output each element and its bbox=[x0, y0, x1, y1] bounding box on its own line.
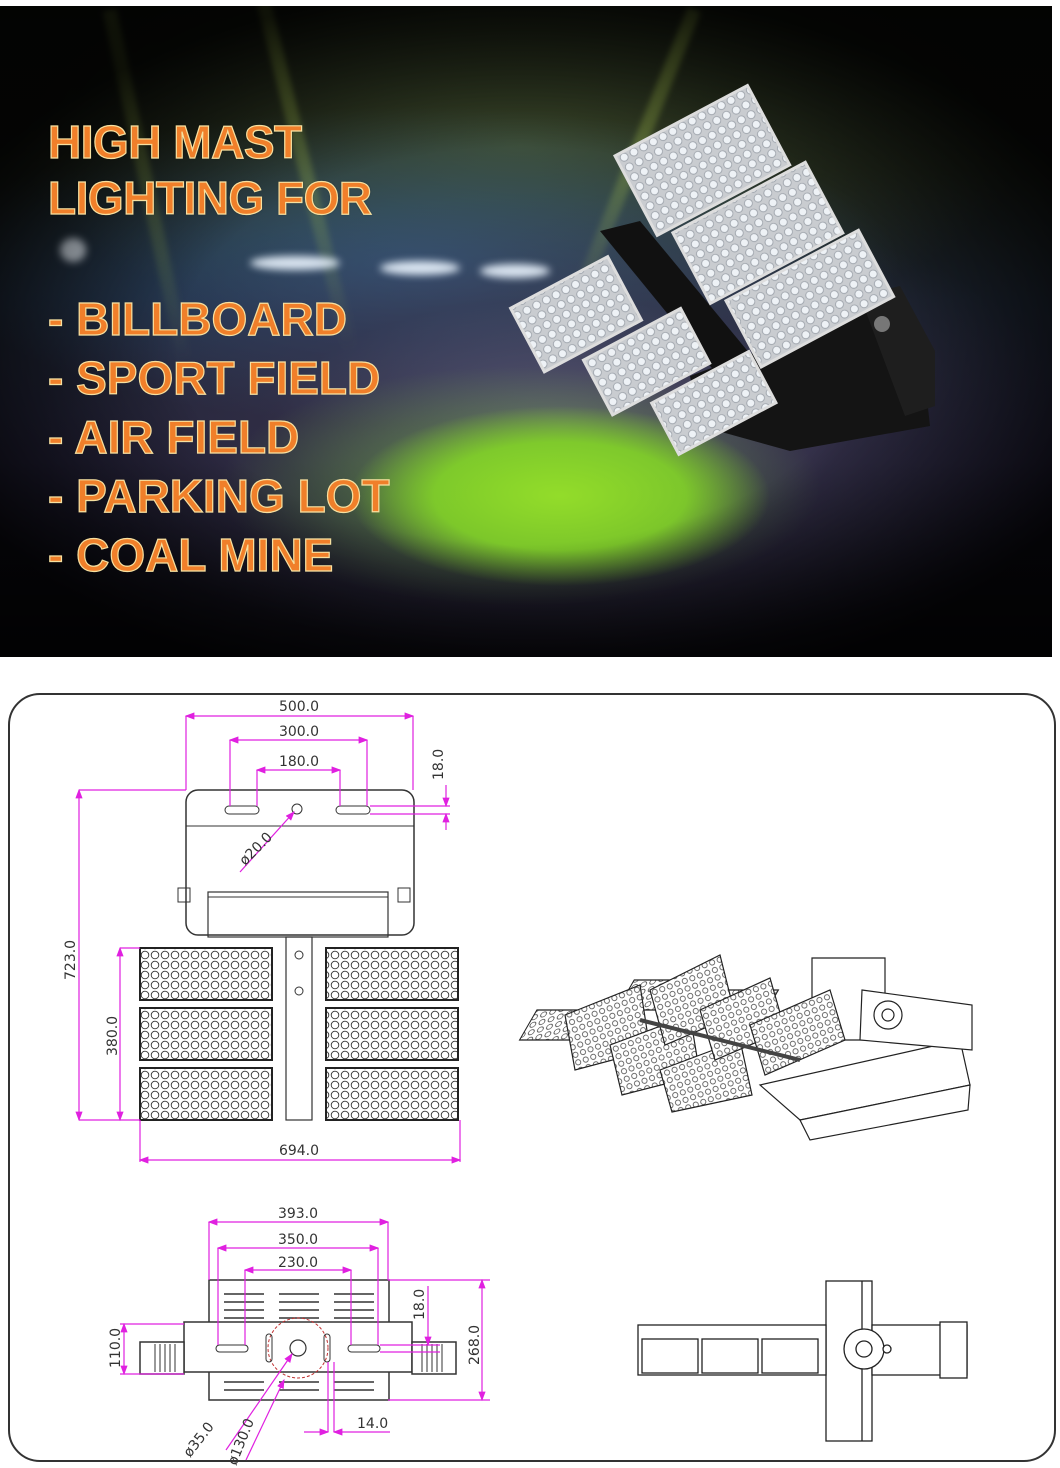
dim-height-total: 268.0 bbox=[467, 1325, 483, 1365]
dim-hole-large: ø130.0 bbox=[225, 1416, 258, 1467]
dim-width-inner: 230.0 bbox=[278, 1255, 318, 1271]
dim-hole-small: ø35.0 bbox=[181, 1419, 218, 1460]
use-case-item: - BILLBOARD bbox=[47, 292, 347, 345]
dim-height-module: 110.0 bbox=[108, 1328, 124, 1368]
dim-hole-spacing-outer: 300.0 bbox=[279, 724, 319, 740]
use-case-item: - COAL MINE bbox=[47, 528, 334, 581]
dim-hole-diameter: ø20.0 bbox=[237, 829, 276, 868]
side-profile-view bbox=[637, 1280, 968, 1442]
top-view: 393.0 350.0 230.0 18.0 268.0 110.0 14.0 … bbox=[108, 1206, 490, 1467]
hero-banner: HIGH MAST LIGHTING FOR - BILLBOARD - SPO… bbox=[0, 6, 1052, 657]
dim-total-width: 694.0 bbox=[279, 1143, 319, 1159]
front-view: 500.0 300.0 180.0 18.0 ø20.0 723.0 380.0… bbox=[63, 699, 462, 1164]
use-case-item: - AIR FIELD bbox=[47, 410, 300, 463]
dim-total-height: 723.0 bbox=[63, 940, 79, 980]
dim-width-outer: 393.0 bbox=[278, 1206, 318, 1222]
dim-module-height: 380.0 bbox=[105, 1016, 121, 1056]
headline-line-1: HIGH MAST bbox=[47, 115, 302, 168]
headline: HIGH MAST LIGHTING FOR bbox=[47, 114, 372, 226]
use-case-item: - PARKING LOT bbox=[47, 469, 390, 522]
dim-slot-width: 14.0 bbox=[357, 1416, 388, 1432]
led-fixture-photo bbox=[508, 83, 935, 457]
dim-slot-height: 18.0 bbox=[431, 749, 447, 780]
dim-width-middle: 350.0 bbox=[278, 1232, 318, 1248]
dim-hole-spacing-inner: 180.0 bbox=[279, 754, 319, 770]
dim-slot-height: 18.0 bbox=[412, 1289, 428, 1320]
headline-line-2: LIGHTING FOR bbox=[47, 171, 372, 224]
use-case-item: - SPORT FIELD bbox=[47, 351, 381, 404]
dim-bracket-width: 500.0 bbox=[279, 699, 319, 715]
use-case-list: - BILLBOARD - SPORT FIELD - AIR FIELD - … bbox=[47, 290, 390, 585]
isometric-view bbox=[518, 954, 973, 1141]
